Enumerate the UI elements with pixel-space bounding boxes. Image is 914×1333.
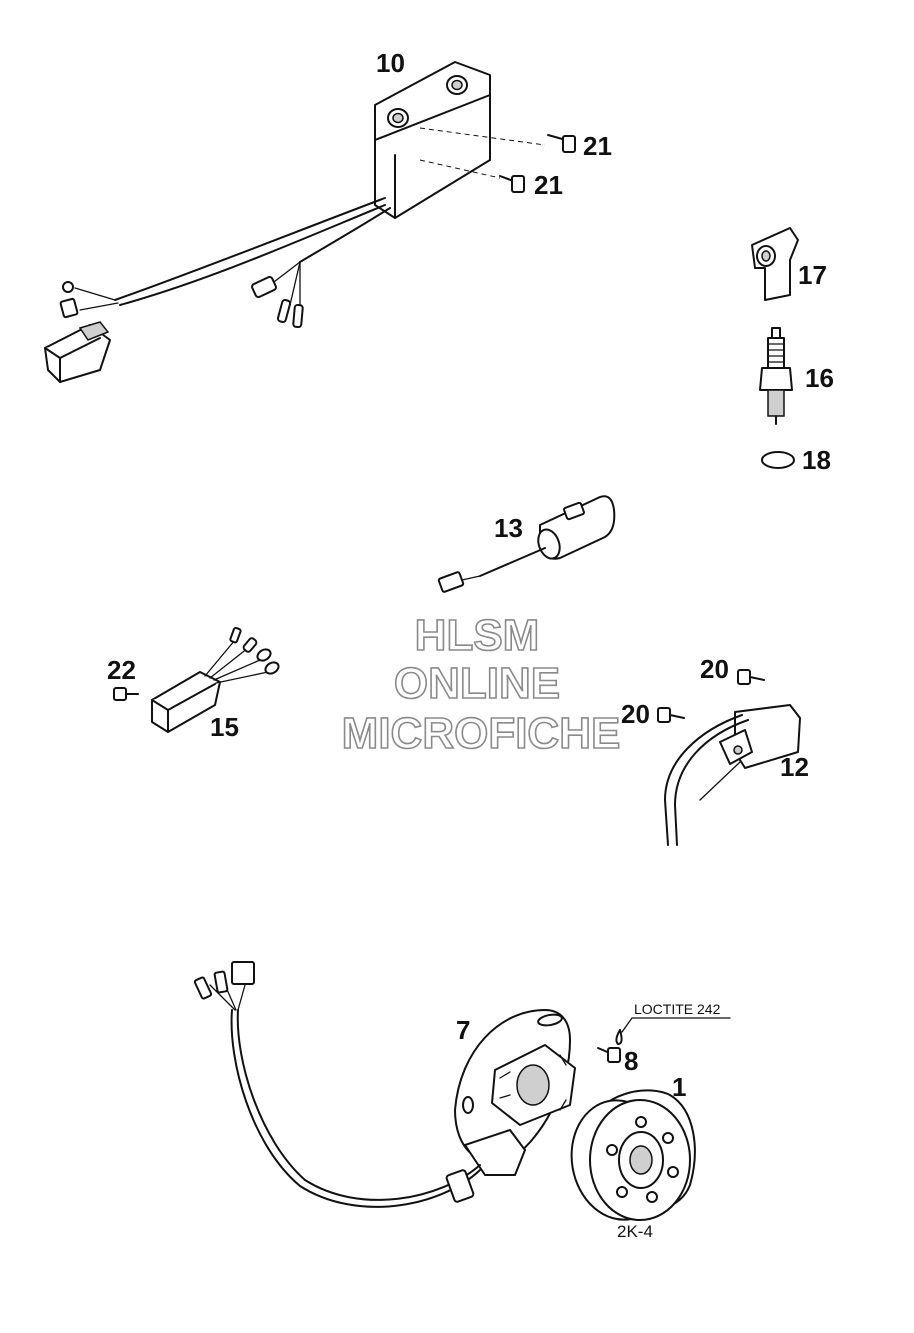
cdi-unit-part-10: 10 [44, 48, 546, 383]
callout-21-lower: 21 [534, 170, 563, 200]
callout-12: 12 [780, 752, 809, 782]
screw-part-22: 22 [107, 655, 139, 701]
callout-20-lower: 20 [621, 699, 650, 729]
screw-part-20-upper: 20 [700, 654, 765, 685]
callout-17: 17 [798, 260, 827, 290]
screw-part-8: LOCTITE 242 8 [597, 1001, 731, 1076]
sensor-part-13: 13 [437, 495, 616, 593]
callout-20-upper: 20 [700, 654, 729, 684]
screw-part-20-lower: 20 [621, 699, 685, 729]
callout-18: 18 [802, 445, 831, 475]
regulator-part-15: 15 [151, 626, 280, 742]
spark-plug-cap-part-17: 17 [751, 227, 827, 301]
callout-8: 8 [624, 1046, 638, 1076]
watermark: HLSM ONLINE MICROFICHE [341, 610, 621, 759]
watermark-line-3: MICROFICHE [342, 709, 621, 758]
stator-part-7: 7 [193, 961, 576, 1208]
rotor-part-1: 1 [570, 1072, 696, 1221]
callout-7: 7 [456, 1015, 470, 1045]
watermark-line-1: HLSM [415, 611, 540, 660]
callout-13: 13 [494, 513, 523, 543]
callout-10: 10 [376, 48, 405, 78]
ignition-coil-part-12: 12 [663, 704, 809, 846]
callout-15: 15 [210, 712, 239, 742]
seal-ring-part-18: 18 [761, 445, 831, 475]
callout-22: 22 [107, 655, 136, 685]
callout-16: 16 [805, 363, 834, 393]
spark-plug-part-16: 16 [759, 327, 834, 425]
watermark-line-2: ONLINE [394, 659, 560, 708]
callout-21-upper: 21 [583, 131, 612, 161]
screw-part-21-upper: 21 [547, 131, 612, 161]
loctite-note: LOCTITE 242 [634, 1001, 721, 1017]
screw-part-21-lower: 21 [499, 170, 563, 200]
callout-1: 1 [672, 1072, 686, 1102]
figure-code: 2K-4 [617, 1222, 653, 1241]
